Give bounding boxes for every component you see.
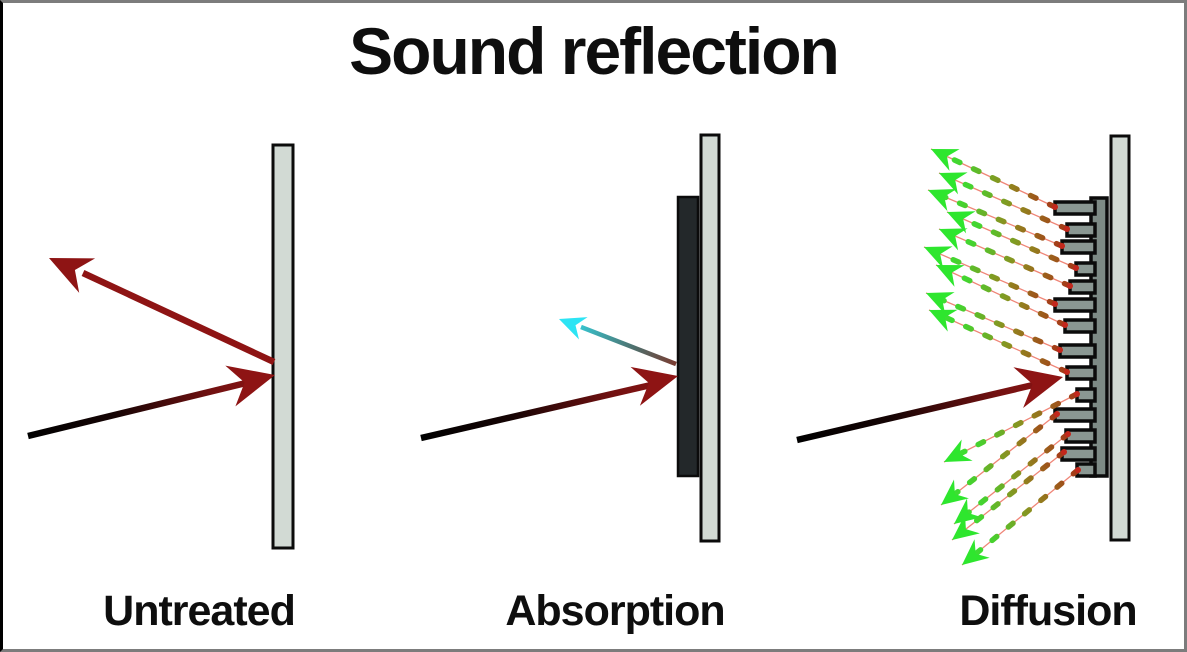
diffused-ray-dashes: [939, 297, 1063, 353]
absorption-incident-arrow-head: [630, 366, 678, 406]
diffused-ray-dashes: [949, 269, 1068, 328]
diffused-ray-head: [962, 539, 990, 565]
diffuser-tooth: [1063, 318, 1097, 334]
diffused-ray-head: [939, 228, 968, 251]
diffused-ray-head: [931, 149, 960, 171]
page-title: Sound reflection: [349, 14, 840, 88]
diffused-ray-dashes: [952, 177, 1070, 232]
diffused-ray-head: [954, 498, 982, 524]
diffused-ray-head: [928, 189, 957, 212]
sound-reflection-diagram: [27, 133, 1131, 566]
ray-source-dot: [1057, 347, 1063, 353]
diffused-ray-dashes: [963, 449, 1067, 532]
diffusion-incident-arrow-shaft: [796, 381, 1034, 444]
diffuser-tooth: [1053, 407, 1097, 423]
ray-source-dot: [1064, 226, 1070, 232]
ray-source-dot: [1059, 243, 1065, 249]
diffused-ray-dashes: [957, 391, 1080, 457]
diffused-ray-dashes: [973, 467, 1081, 557]
ray-source-dot: [1067, 283, 1073, 289]
diffused-ray-dashes: [965, 431, 1071, 516]
ray-source-dot: [1062, 322, 1068, 328]
untreated-incident-arrow-shaft: [27, 379, 247, 440]
ray-source-dot: [1074, 391, 1080, 397]
diffuser-tooth: [1064, 428, 1097, 444]
untreated-wall: [271, 143, 295, 550]
absorption-incident-arrow-shaft: [420, 381, 652, 442]
diffused-ray-head: [929, 309, 958, 332]
diffused-ray-head: [947, 211, 976, 234]
diffusion-label: Diffusion: [959, 587, 1137, 635]
diffused-ray-dashes: [952, 411, 1060, 497]
weak-reflection-arrow-head: [559, 317, 588, 340]
diffuser-tooth: [1065, 365, 1097, 381]
diffuser-tooth: [1058, 343, 1097, 359]
diffused-ray-head: [939, 172, 968, 195]
diffuser-tooth: [1053, 200, 1097, 216]
diffused-ray-head: [941, 479, 969, 505]
ray-source-dot: [1061, 449, 1067, 455]
diffuser-tooth: [1053, 297, 1097, 313]
diffuser-back-wall: [1109, 134, 1131, 542]
weak-reflection-arrow-shaft: [580, 324, 677, 367]
untreated-incident-arrow-head: [225, 365, 275, 407]
ray-source-dot: [1065, 431, 1071, 437]
absorption-wall: [699, 133, 721, 543]
diffused-ray-dashes: [937, 251, 1058, 307]
diffused-ray-dashes: [960, 216, 1079, 271]
absorption-label: Absorption: [505, 587, 725, 635]
diffused-ray-head: [944, 439, 973, 462]
diffuser-tooth: [1060, 446, 1097, 462]
diffused-ray-dashes: [952, 233, 1073, 289]
diffused-ray-head: [952, 514, 980, 540]
ray-source-dot: [1054, 411, 1060, 417]
untreated-label: Untreated: [103, 587, 296, 635]
diffused-ray-head: [936, 265, 965, 287]
reflected-arrow-head: [49, 258, 96, 293]
diffused-ray-head: [926, 292, 955, 315]
ray-source-dot: [1073, 265, 1079, 271]
diffused-ray-dashes: [944, 153, 1058, 210]
diffuser-tooth: [1068, 279, 1097, 295]
diffuser-tooth: [1060, 239, 1097, 255]
ray-source-dot: [1052, 204, 1058, 210]
ray-source-dot: [1075, 467, 1081, 473]
diffusion-incident-arrow-head: [1013, 367, 1063, 408]
diffused-ray-head: [924, 246, 953, 269]
ray-source-dot: [1052, 301, 1058, 307]
reflected-arrow-shaft: [81, 270, 276, 365]
diffused-ray-dashes: [941, 194, 1065, 249]
ray-source-dot: [1064, 369, 1070, 375]
diffused-ray-dashes: [942, 314, 1070, 375]
diffuser-tooth: [1065, 222, 1097, 238]
absorber-panel: [676, 195, 700, 478]
diffuser-tooth: [1074, 261, 1097, 277]
